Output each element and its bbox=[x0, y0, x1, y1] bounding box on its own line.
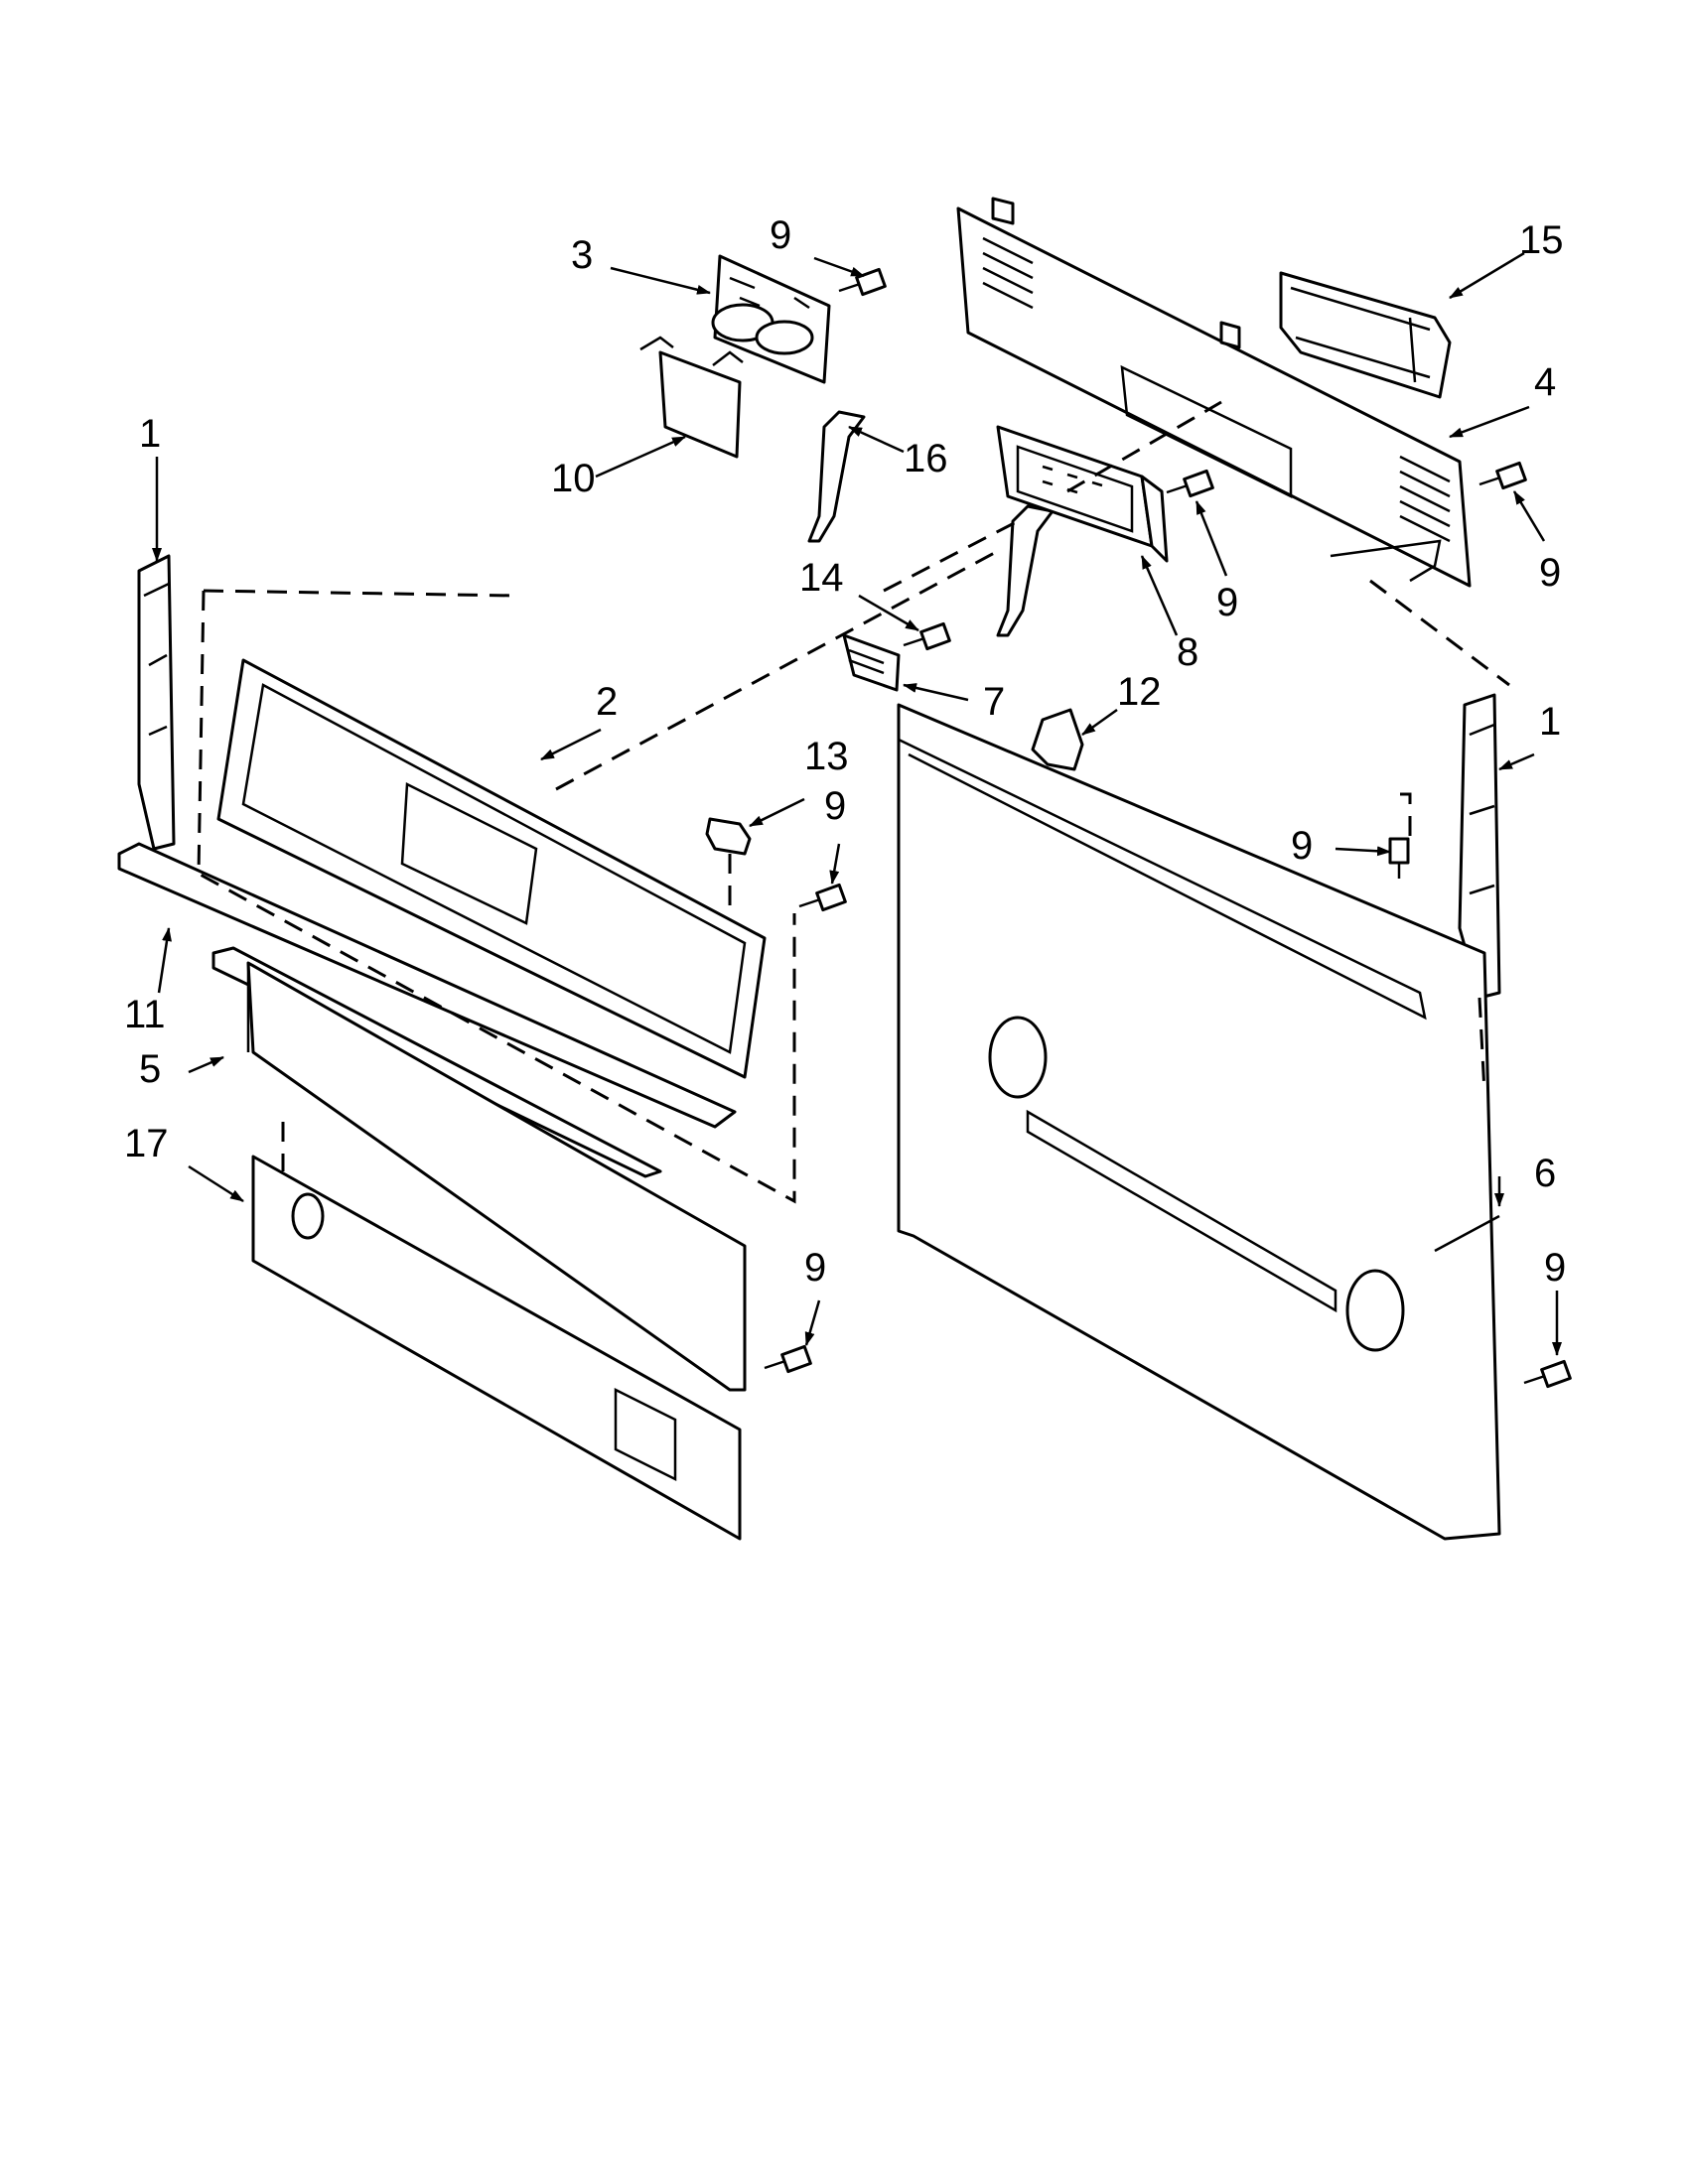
callout-17: 17 bbox=[124, 1122, 169, 1165]
part-10-bracket bbox=[639, 336, 744, 459]
callout-10: 10 bbox=[551, 457, 596, 500]
part-2-console-panel bbox=[216, 658, 767, 1079]
callout-9-bottom-right: 9 bbox=[1544, 1246, 1566, 1290]
callout-1-right: 1 bbox=[1539, 700, 1561, 744]
part-15-bracket bbox=[1279, 271, 1452, 399]
part-1-left-bracket bbox=[137, 554, 176, 851]
screw-9-right-top bbox=[1478, 461, 1527, 490]
callout-9-right-bracket: 9 bbox=[1291, 824, 1313, 868]
callout-16: 16 bbox=[904, 437, 948, 480]
screw-9-bottom-left bbox=[764, 1344, 812, 1374]
callout-9-control: 9 bbox=[1216, 581, 1238, 624]
callout-13: 13 bbox=[804, 735, 849, 778]
callout-9-bottom-left: 9 bbox=[804, 1246, 826, 1290]
callout-11: 11 bbox=[124, 993, 166, 1036]
callout-1-left: 1 bbox=[139, 412, 161, 456]
leader-lines bbox=[152, 251, 1562, 1356]
part-7-clip bbox=[842, 633, 901, 692]
assembly-lines bbox=[197, 400, 1510, 1204]
callout-8: 8 bbox=[1177, 630, 1198, 674]
callout-2: 2 bbox=[596, 680, 618, 724]
callout-5: 5 bbox=[139, 1047, 161, 1091]
part-3-control-board bbox=[711, 254, 831, 384]
screw-9-top bbox=[838, 267, 887, 297]
callout-3: 3 bbox=[571, 233, 593, 277]
part-16-ribbon-cable-a bbox=[807, 410, 866, 543]
part-1-right-bracket bbox=[1458, 693, 1501, 1000]
part-13-switch bbox=[705, 817, 752, 856]
part-5-lower-panel bbox=[211, 946, 747, 1392]
callout-labels: 1 1 2 3 4 5 6 7 8 9 9 9 9 9 9 9 10 11 12… bbox=[124, 213, 1566, 1290]
part-6-cabinet-panel bbox=[897, 703, 1501, 1541]
part-4-back-panel bbox=[956, 197, 1472, 588]
part-12-clip bbox=[1031, 708, 1084, 771]
screw-9-left bbox=[798, 883, 847, 912]
screw-9-right-bracket bbox=[1388, 837, 1410, 879]
callout-9-top: 9 bbox=[770, 213, 791, 257]
screw-9-bottom-right bbox=[1523, 1359, 1572, 1389]
callout-6: 6 bbox=[1534, 1152, 1556, 1195]
callout-15: 15 bbox=[1519, 218, 1564, 262]
part-16-ribbon-cable-b bbox=[996, 504, 1055, 637]
part-17-access-panel bbox=[251, 1155, 742, 1541]
callout-7: 7 bbox=[983, 680, 1005, 724]
callout-9-right-top: 9 bbox=[1539, 551, 1561, 595]
screw-9-control bbox=[1166, 469, 1214, 498]
callout-4: 4 bbox=[1534, 360, 1556, 404]
screw-14 bbox=[903, 621, 951, 651]
callout-14: 14 bbox=[799, 556, 844, 600]
callout-12: 12 bbox=[1117, 670, 1162, 714]
callout-9-left: 9 bbox=[824, 784, 846, 828]
